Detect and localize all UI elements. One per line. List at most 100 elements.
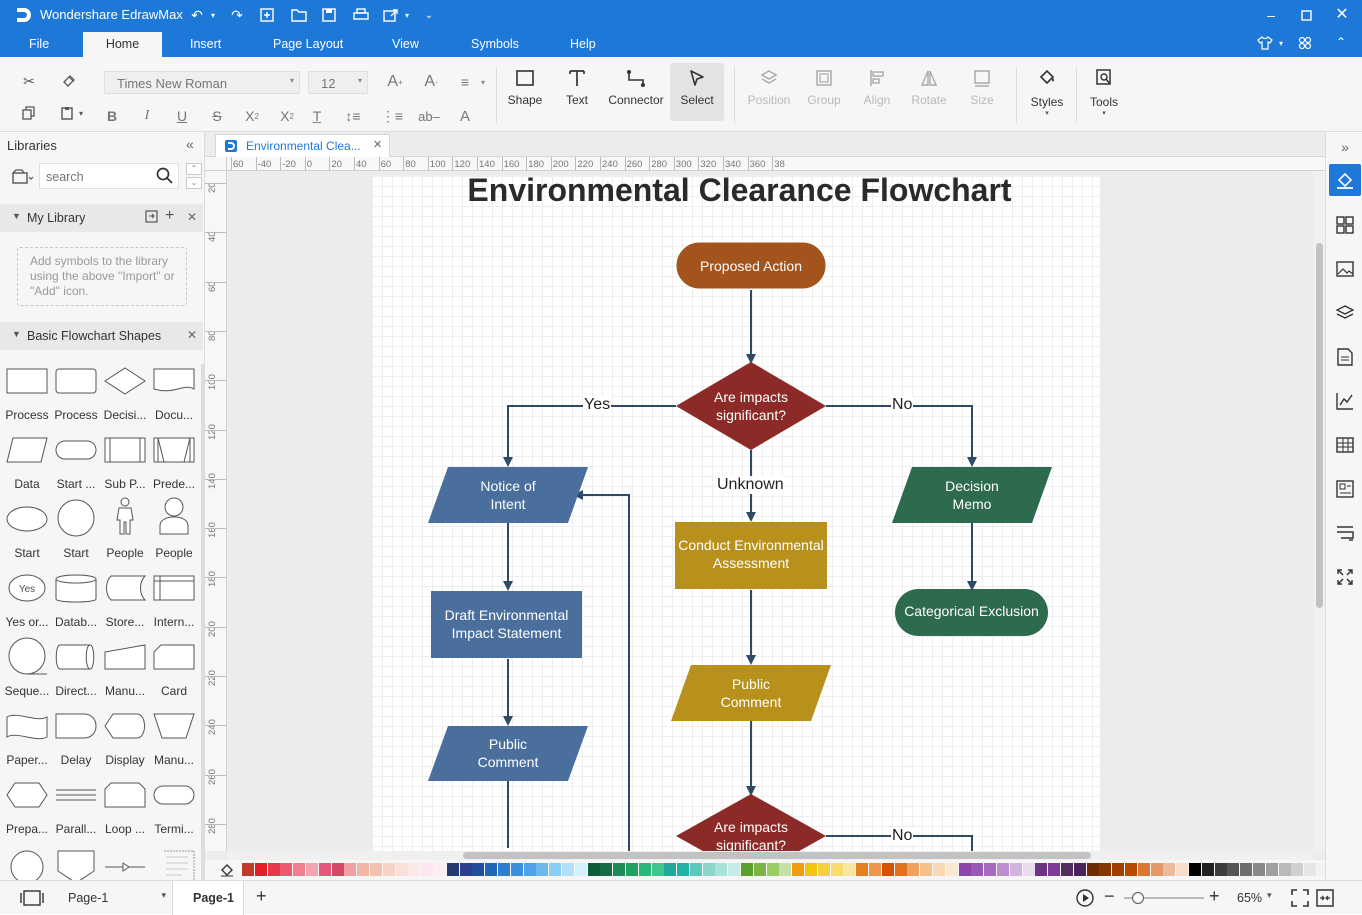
color-swatch[interactable] [1022, 863, 1035, 876]
vertical-scrollbar[interactable] [1313, 171, 1325, 851]
color-swatch[interactable] [651, 863, 664, 876]
color-swatch[interactable] [1240, 863, 1253, 876]
page-tab[interactable]: Page-1 [172, 881, 244, 915]
shape-decision[interactable]: Decisi... [101, 364, 149, 428]
color-swatch[interactable] [1265, 863, 1278, 876]
document-tab[interactable]: Environmental Clea... ✕ [215, 134, 390, 157]
color-swatch[interactable] [1163, 863, 1176, 876]
color-swatch[interactable] [472, 863, 485, 876]
basic-flowchart-header[interactable]: ▼ Basic Flowchart Shapes ✕ [0, 322, 203, 350]
color-swatch[interactable] [856, 863, 869, 876]
close-icon[interactable]: ✕ [187, 328, 198, 342]
tools-button[interactable]: Tools ▾ [1077, 63, 1131, 121]
text-button[interactable]: Text [550, 63, 604, 121]
exclusion-shape[interactable] [895, 589, 1048, 636]
color-swatch[interactable] [549, 863, 562, 876]
color-swatch[interactable] [523, 863, 536, 876]
shape-start-end[interactable]: Start ... [52, 433, 100, 497]
horizontal-scrollbar[interactable] [227, 851, 1313, 860]
shape-predefined[interactable]: Prede... [150, 433, 198, 497]
color-swatch[interactable] [344, 863, 357, 876]
bullet-list-icon[interactable]: ⋮≡ [380, 107, 404, 124]
color-swatch[interactable] [421, 863, 434, 876]
color-swatch[interactable] [459, 863, 472, 876]
menu-symbols[interactable]: Symbols [471, 37, 519, 51]
menu-insert[interactable]: Insert [190, 37, 222, 51]
color-swatch[interactable] [677, 863, 690, 876]
menu-file[interactable]: File [29, 37, 50, 51]
increase-font-icon[interactable]: A+ [387, 73, 403, 90]
color-swatch[interactable] [805, 863, 818, 876]
canvas-page[interactable]: Environmental Clearance Flowchart Propos… [372, 176, 1100, 852]
zoom-slider[interactable] [1124, 892, 1204, 904]
color-swatch[interactable] [664, 863, 677, 876]
shape-direct-access[interactable]: Direct... [52, 640, 100, 704]
scroll-up-arrow-icon[interactable]: ⌃ [186, 163, 202, 175]
color-swatch[interactable] [1188, 863, 1201, 876]
minimize-icon[interactable]: – [1267, 7, 1275, 23]
horizontal-scroll-thumb[interactable] [463, 852, 1091, 859]
shirt-theme-icon[interactable] [1256, 34, 1274, 52]
color-swatch[interactable] [254, 863, 267, 876]
bold-icon[interactable]: B [106, 108, 118, 124]
shape-start-ellipse[interactable]: Start [3, 502, 51, 566]
collapse-panel-icon[interactable]: « [186, 136, 194, 152]
page-icon[interactable] [1334, 346, 1356, 368]
export-dropdown-icon[interactable]: ▾ [404, 10, 409, 20]
close-icon[interactable]: ✕ [187, 210, 198, 224]
color-swatch[interactable] [485, 863, 498, 876]
color-swatch[interactable] [945, 863, 958, 876]
page-view-toggle-icon[interactable] [20, 890, 44, 909]
color-swatch[interactable] [984, 863, 997, 876]
shape-manual-operation[interactable]: Manu... [150, 709, 198, 773]
color-swatch[interactable] [357, 863, 370, 876]
shape-data[interactable]: Data [3, 433, 51, 497]
color-swatch[interactable] [1201, 863, 1214, 876]
add-icon[interactable]: + [165, 207, 175, 224]
shape-paper-tape[interactable]: Paper... [3, 709, 51, 773]
my-library-header[interactable]: ▼ My Library + ✕ [0, 204, 203, 232]
color-swatch[interactable] [1176, 863, 1189, 876]
shape-off-page[interactable] [52, 847, 100, 880]
shape-people-avatar[interactable]: People [150, 497, 198, 566]
color-swatch[interactable] [817, 863, 830, 876]
copy-icon[interactable] [18, 103, 40, 123]
new-file-icon[interactable] [258, 6, 276, 24]
shape-process[interactable]: Process [3, 364, 51, 428]
zoom-in-icon[interactable]: + [1209, 886, 1220, 906]
font-size-select[interactable]: 12 ▾ [308, 71, 368, 94]
shape-database[interactable]: Datab... [52, 571, 100, 635]
shape-start-circle[interactable]: Start [52, 499, 100, 566]
import-icon[interactable] [145, 210, 158, 226]
proposed-action-shape[interactable] [675, 241, 827, 290]
text-format-icon[interactable]: T̲ [312, 108, 322, 124]
paste-icon[interactable] [56, 103, 78, 123]
decision1-shape[interactable] [676, 362, 826, 450]
connector-button[interactable]: Connector [606, 63, 666, 121]
underline-icon[interactable]: U [176, 108, 188, 124]
color-swatch[interactable] [382, 863, 395, 876]
select-button[interactable]: Select [670, 63, 724, 121]
color-swatch[interactable] [894, 863, 907, 876]
styles-button[interactable]: Styles ▾ [1020, 63, 1074, 121]
fullscreen-icon[interactable] [1316, 889, 1334, 910]
color-swatch[interactable] [1214, 863, 1227, 876]
strikethrough-icon[interactable]: S [212, 108, 222, 124]
color-swatch[interactable] [907, 863, 920, 876]
shape-document[interactable]: Docu... [150, 364, 198, 428]
close-tab-icon[interactable]: ✕ [373, 139, 383, 151]
color-swatch[interactable] [1035, 863, 1048, 876]
color-swatch[interactable] [395, 863, 408, 876]
zoom-slider-knob[interactable] [1132, 892, 1144, 904]
cut-icon[interactable]: ✂ [23, 72, 35, 89]
color-swatch[interactable] [753, 863, 766, 876]
decrease-font-icon[interactable]: A- [424, 73, 438, 90]
shape-people-figure[interactable]: People [101, 497, 149, 566]
color-swatch[interactable] [689, 863, 702, 876]
position-button[interactable]: Position [742, 63, 796, 121]
color-swatch[interactable] [1304, 863, 1317, 876]
text-align-icon[interactable]: ≡ [460, 74, 470, 90]
color-swatch[interactable] [1099, 863, 1112, 876]
color-swatch[interactable] [625, 863, 638, 876]
menu-help[interactable]: Help [570, 37, 596, 51]
